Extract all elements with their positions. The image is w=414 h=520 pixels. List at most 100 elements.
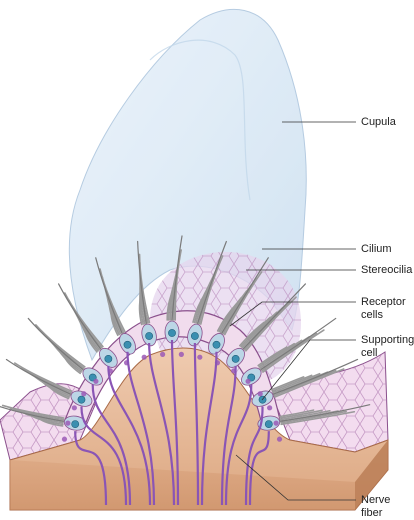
kinocilium xyxy=(171,235,183,321)
stereocilium xyxy=(262,329,325,373)
hair-bundle xyxy=(58,283,104,353)
stereocilium xyxy=(223,271,263,336)
label-cupula: Cupula xyxy=(361,116,396,129)
stereocilium xyxy=(279,409,315,418)
kinocilium xyxy=(58,283,102,350)
stereocilium xyxy=(241,311,278,349)
kinocilium xyxy=(260,317,337,371)
leader-supporting xyxy=(261,339,356,401)
hair-bundle xyxy=(270,358,359,398)
stereocilium xyxy=(257,346,288,367)
supporting-cell-nucleus xyxy=(273,420,279,426)
receptor-nucleus xyxy=(123,340,132,349)
receptor-nucleus xyxy=(212,340,221,349)
supporting-cell-nucleus xyxy=(93,378,99,384)
label-cupula-text: Cupula xyxy=(361,116,396,128)
kinocilium xyxy=(197,240,227,324)
epithelium-right xyxy=(269,351,389,453)
kinocilium xyxy=(280,404,371,422)
receptor-nucleus xyxy=(77,395,86,404)
nerve-fiber xyxy=(91,384,132,506)
stereocilium xyxy=(261,332,318,372)
receptor-nucleus xyxy=(145,332,154,340)
stereocilium xyxy=(99,268,126,333)
nerve-fiber xyxy=(107,365,152,506)
nerve-fiber xyxy=(193,342,200,506)
hair-cells xyxy=(61,320,283,442)
label-nerve-fiber: Nerve fiber xyxy=(361,494,390,520)
label-stereocilia-text: Stereocilia xyxy=(361,264,413,276)
hair-bundle xyxy=(0,404,65,427)
stereocilium xyxy=(245,296,297,352)
nerve-fiber xyxy=(80,406,128,506)
leader-nerve xyxy=(235,454,356,501)
stereocilium xyxy=(272,372,321,394)
tissue-front-face xyxy=(10,460,355,510)
stereocilium xyxy=(259,339,303,369)
label-nerve-line2: fiber xyxy=(361,507,383,519)
kinocilium xyxy=(221,257,269,334)
supporting-cell-nucleus xyxy=(141,354,147,360)
label-supporting-line2: cell xyxy=(361,347,378,359)
stereocilium xyxy=(1,404,65,419)
kinocilium xyxy=(242,283,306,350)
hair-bundle xyxy=(27,317,86,375)
receptor-nucleus xyxy=(104,354,113,363)
stereocilium xyxy=(174,249,182,321)
nerve-fiber xyxy=(74,431,108,506)
supporting-cell-nucleus xyxy=(71,405,77,411)
hair-bundle xyxy=(5,358,73,400)
stereocilium xyxy=(138,253,151,324)
nerve-fiber xyxy=(148,342,176,506)
stereocilium xyxy=(64,292,104,348)
stereocilium xyxy=(35,324,86,368)
hair-bundle xyxy=(257,317,337,373)
kinocilium xyxy=(95,257,123,334)
nerve-fiber xyxy=(200,351,218,506)
receptor-nucleus xyxy=(190,332,199,340)
hair-bundle xyxy=(95,257,126,337)
stereocilium xyxy=(280,410,347,424)
supporting-cell-nucleus xyxy=(178,351,184,357)
supporting-cell-nucleus xyxy=(245,378,251,384)
supporting-cell-nucleus xyxy=(257,391,263,397)
stereocilium xyxy=(9,407,65,421)
label-nerve-line1: Nerve xyxy=(361,494,391,506)
nerve-fiber xyxy=(244,406,264,506)
nerve-fiber xyxy=(248,431,270,506)
nerve-fiber xyxy=(170,339,180,506)
supporting-cell-nucleus xyxy=(160,351,166,357)
label-receptor-line1: Receptor xyxy=(361,296,406,308)
kinocilium xyxy=(27,317,84,371)
stereocilium xyxy=(271,374,313,392)
hair-bundle xyxy=(192,240,227,325)
stereocilium xyxy=(274,368,345,398)
label-receptor-cells: Receptor cells xyxy=(361,296,406,322)
supporting-cell-nucleus xyxy=(267,405,273,411)
nerve-fiber xyxy=(220,365,237,506)
hair-bundles xyxy=(0,235,371,427)
receptor-nucleus xyxy=(231,354,240,363)
supporting-cell-nucleus xyxy=(197,354,203,360)
label-cilium-text: Cilium xyxy=(361,243,392,255)
stereocilium xyxy=(280,410,356,426)
supporting-cell-nucleus xyxy=(61,436,68,442)
stereocilium xyxy=(279,409,323,419)
stereocilium xyxy=(279,409,331,421)
stereocilium xyxy=(270,376,305,391)
nerve-fiber xyxy=(126,351,156,506)
label-receptor-line2: cells xyxy=(361,309,384,321)
hair-bundle xyxy=(166,235,183,321)
kinocilium xyxy=(5,358,71,395)
receptor-nucleus xyxy=(264,420,273,429)
kinocilium xyxy=(0,405,64,422)
receptor-nucleus xyxy=(168,329,176,337)
hair-bundle xyxy=(238,283,306,352)
hair-bundle xyxy=(137,240,151,326)
tissue-side-face xyxy=(355,440,388,510)
leader-lines xyxy=(229,121,356,501)
stereocilium xyxy=(258,342,296,368)
label-supporting-line1: Supporting xyxy=(361,334,414,346)
connective-tissue xyxy=(9,347,389,511)
cupula-inner-fold xyxy=(149,39,251,201)
